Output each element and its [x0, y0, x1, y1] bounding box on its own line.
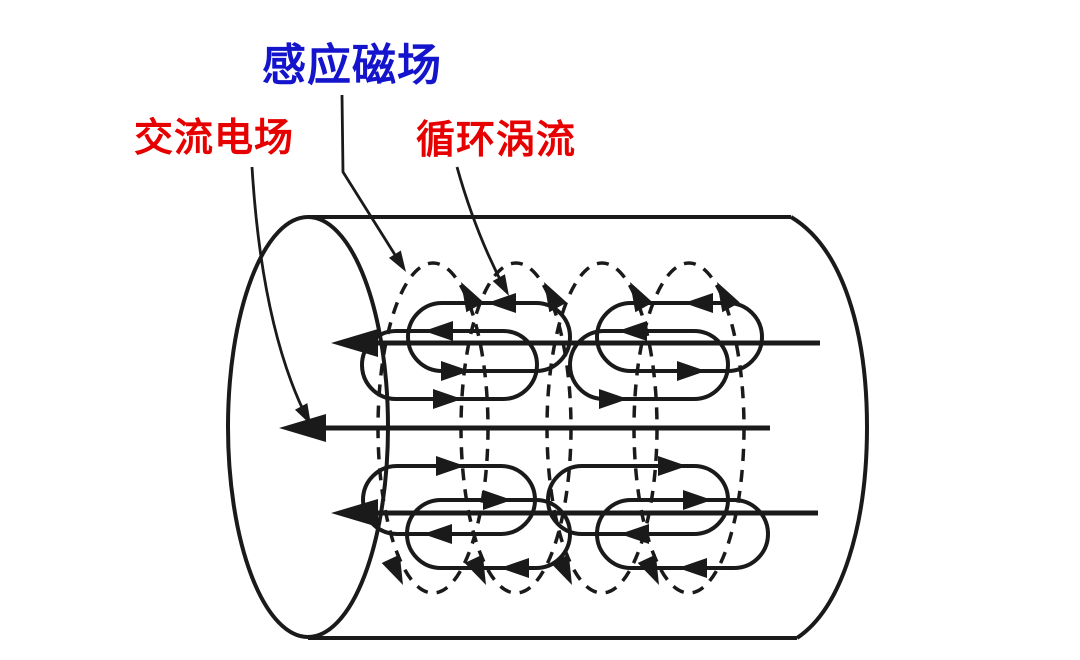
- leader-arrow-icon: [388, 250, 412, 276]
- eddy-arrow-icon: [599, 389, 628, 409]
- eddy-arrow-icon: [677, 361, 706, 381]
- eddy-loop-upper-left-back: [406, 301, 572, 373]
- e-field-arrow-icon: [331, 329, 378, 357]
- eddy-arrow-icon: [684, 293, 713, 313]
- e-field-arrow-icon: [331, 499, 378, 527]
- electric-field-lines: [279, 329, 820, 527]
- eddy-arrow-icon: [433, 389, 462, 409]
- label-induced-magnetic-field: 感应磁场: [262, 41, 442, 90]
- eddy-arrow-icon: [678, 558, 707, 578]
- eddy-arrow-icon: [683, 490, 712, 510]
- eddy-arrow-icon: [487, 293, 516, 313]
- label-circulating-eddy-current: 循环涡流: [416, 119, 577, 162]
- eddy-arrow-icon: [424, 321, 453, 341]
- loop3-up-arrow-icon: [621, 277, 653, 313]
- leader-lines: [250, 94, 516, 429]
- leader-induced-magnetic-field: [340, 94, 404, 267]
- leader-alternating-electric-field: [250, 166, 310, 421]
- eddy-loop-upper-right-back: [595, 301, 764, 373]
- eddy-arrow-icon: [423, 524, 452, 544]
- eddy-arrow-icon: [483, 490, 512, 510]
- label-alternating-electric-field: 交流电场: [134, 117, 295, 160]
- eddy-arrow-icon: [658, 456, 687, 476]
- eddy-loop-upper-right-front: [568, 329, 730, 401]
- e-field-arrow-icon: [279, 414, 326, 442]
- eddy-arrow-icon: [618, 321, 647, 341]
- eddy-arrow-icon: [500, 558, 529, 578]
- cylinder-right-cap: [789, 215, 870, 640]
- eddy-arrow-icon: [620, 524, 649, 544]
